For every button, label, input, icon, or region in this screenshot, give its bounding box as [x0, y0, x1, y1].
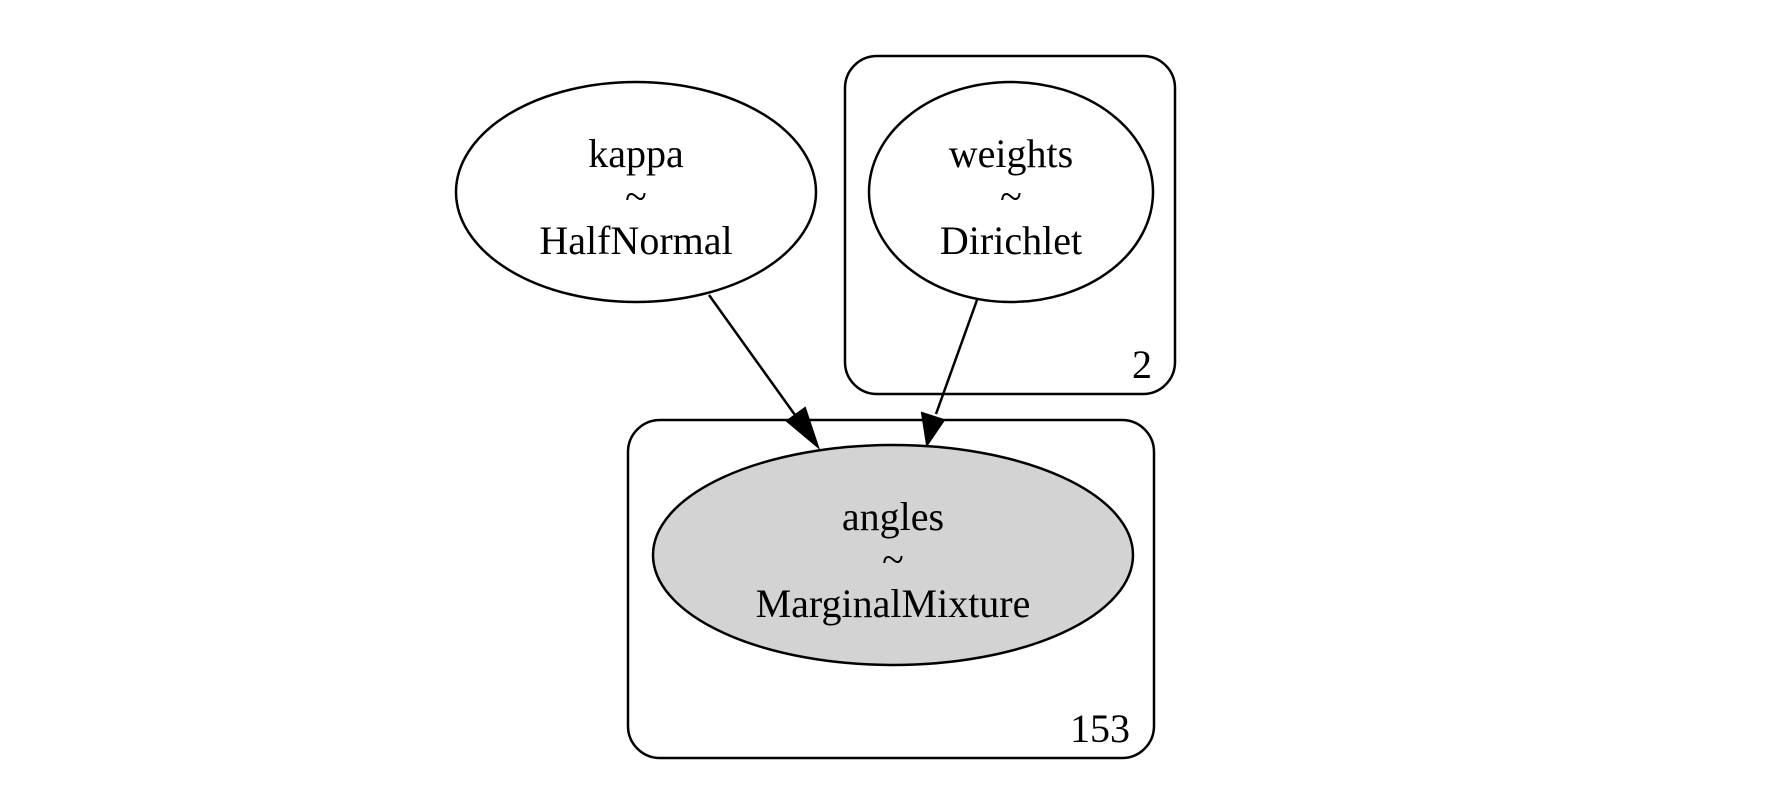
- node-weights-ellipse: [867, 80, 1155, 304]
- node-kappa-ellipse: [454, 80, 818, 304]
- node-kappa-name: kappa: [588, 131, 684, 176]
- plate-angles-border: [626, 418, 1156, 760]
- node-angles: angles ~ MarginalMixture: [651, 443, 1135, 667]
- plate-weights: 2: [843, 54, 1177, 396]
- edge-weights-to-angles-line: [934, 299, 979, 415]
- node-angles-tilde: ~: [882, 537, 904, 582]
- node-kappa-tilde: ~: [625, 174, 647, 219]
- node-angles-ellipse: [651, 443, 1135, 667]
- node-weights-tilde: ~: [1000, 174, 1022, 219]
- edge-weights-to-angles: [920, 299, 979, 448]
- plate-angles: 153: [626, 418, 1156, 760]
- node-kappa-dist: HalfNormal: [539, 218, 732, 263]
- node-weights: weights ~ Dirichlet: [867, 80, 1155, 304]
- node-weights-name: weights: [949, 131, 1073, 176]
- edge-kappa-to-angles: [707, 294, 821, 451]
- edge-kappa-to-angles-arrowhead: [785, 406, 821, 451]
- node-weights-dist: Dirichlet: [940, 218, 1082, 263]
- edge-weights-to-angles-arrowhead: [920, 411, 946, 448]
- node-kappa: kappa ~ HalfNormal: [454, 80, 818, 304]
- plate-weights-border: [843, 54, 1177, 396]
- edge-kappa-to-angles-line: [707, 294, 797, 416]
- node-angles-name: angles: [842, 494, 944, 539]
- node-angles-dist: MarginalMixture: [756, 581, 1031, 626]
- plate-angles-size: 153: [1070, 706, 1130, 751]
- plate-weights-size: 2: [1132, 342, 1152, 387]
